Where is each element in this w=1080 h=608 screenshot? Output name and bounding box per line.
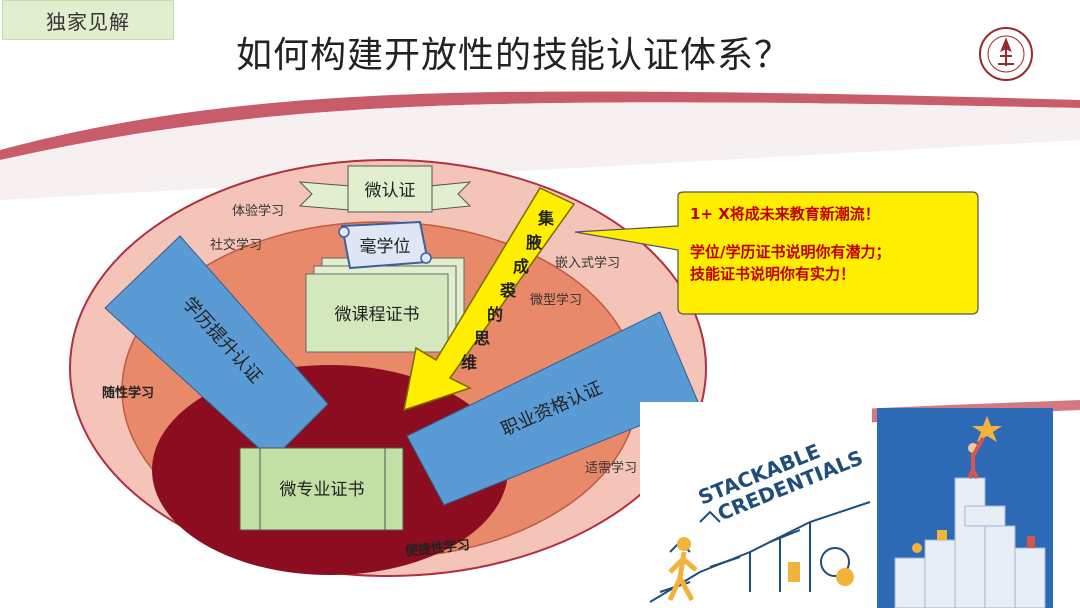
accumulation-arrow: 集 腋 成 裘 的 思 维 [403,187,576,412]
arrow-char-5: 的 [487,305,503,324]
arrow-char-3: 成 [513,257,529,276]
label-social-learning: 社交学习 [210,237,262,253]
label-convenient-learning: 便捷性学习 [404,537,470,560]
arrow-char-6: 思 [474,329,490,348]
micro-degree-label: 毫学位 [360,237,411,257]
callout-line-2: 学位/学历证书说明你有潜力； [690,243,891,261]
micro-major-cert-label: 微专业证书 [280,480,365,500]
person-reaching-icon [967,437,985,479]
label-micro-learning: 微型学习 [530,292,582,308]
page-title: 如何构建开放性的技能认证体系？ [236,35,792,76]
label-embedded-learning: 嵌入式学习 [555,255,620,271]
stackable-credentials-illustration: STACKABLE CREDENTIALS [640,402,872,608]
star-icon [972,416,1002,442]
university-seal-icon [979,27,1033,81]
label-on-demand-learning: 适需学习 [585,460,637,476]
callout-bubble [574,191,979,315]
callout-line-3: 技能证书说明你有实力！ [690,265,856,283]
label-experiential-learning: 体验学习 [232,203,284,219]
micro-degree-scroll: 毫学位 [338,220,432,270]
callout-line-1: 1+ X将成未来教育新潮流！ [690,205,880,223]
climbing-person-icon [667,537,698,602]
arrow-char-7: 维 [461,353,477,372]
stairs-success-illustration [877,408,1053,608]
arrow-char-1: 集 [537,209,555,228]
micro-major-cert: 微专业证书 [239,447,404,531]
vocational-cert-block: 职业资格认证 [406,311,699,506]
micro-cert-banner: 微认证 [298,165,472,213]
arrow-char-2: 腋 [526,233,542,252]
section-tag: 独家见解 [2,0,174,40]
arrow-char-4: 裘 [499,281,517,300]
micro-course-cert-label: 微课程证书 [335,305,420,325]
background-swoosh [0,91,1080,160]
micro-cert-label: 微认证 [365,181,416,201]
callout-text: 1+ X将成未来教育新潮流！ 学位/学历证书说明你有潜力； 技能证书说明你有实力… [690,203,970,285]
micro-course-cert-stack: 微课程证书 [305,257,465,353]
label-casual-learning: 随性学习 [102,385,154,401]
